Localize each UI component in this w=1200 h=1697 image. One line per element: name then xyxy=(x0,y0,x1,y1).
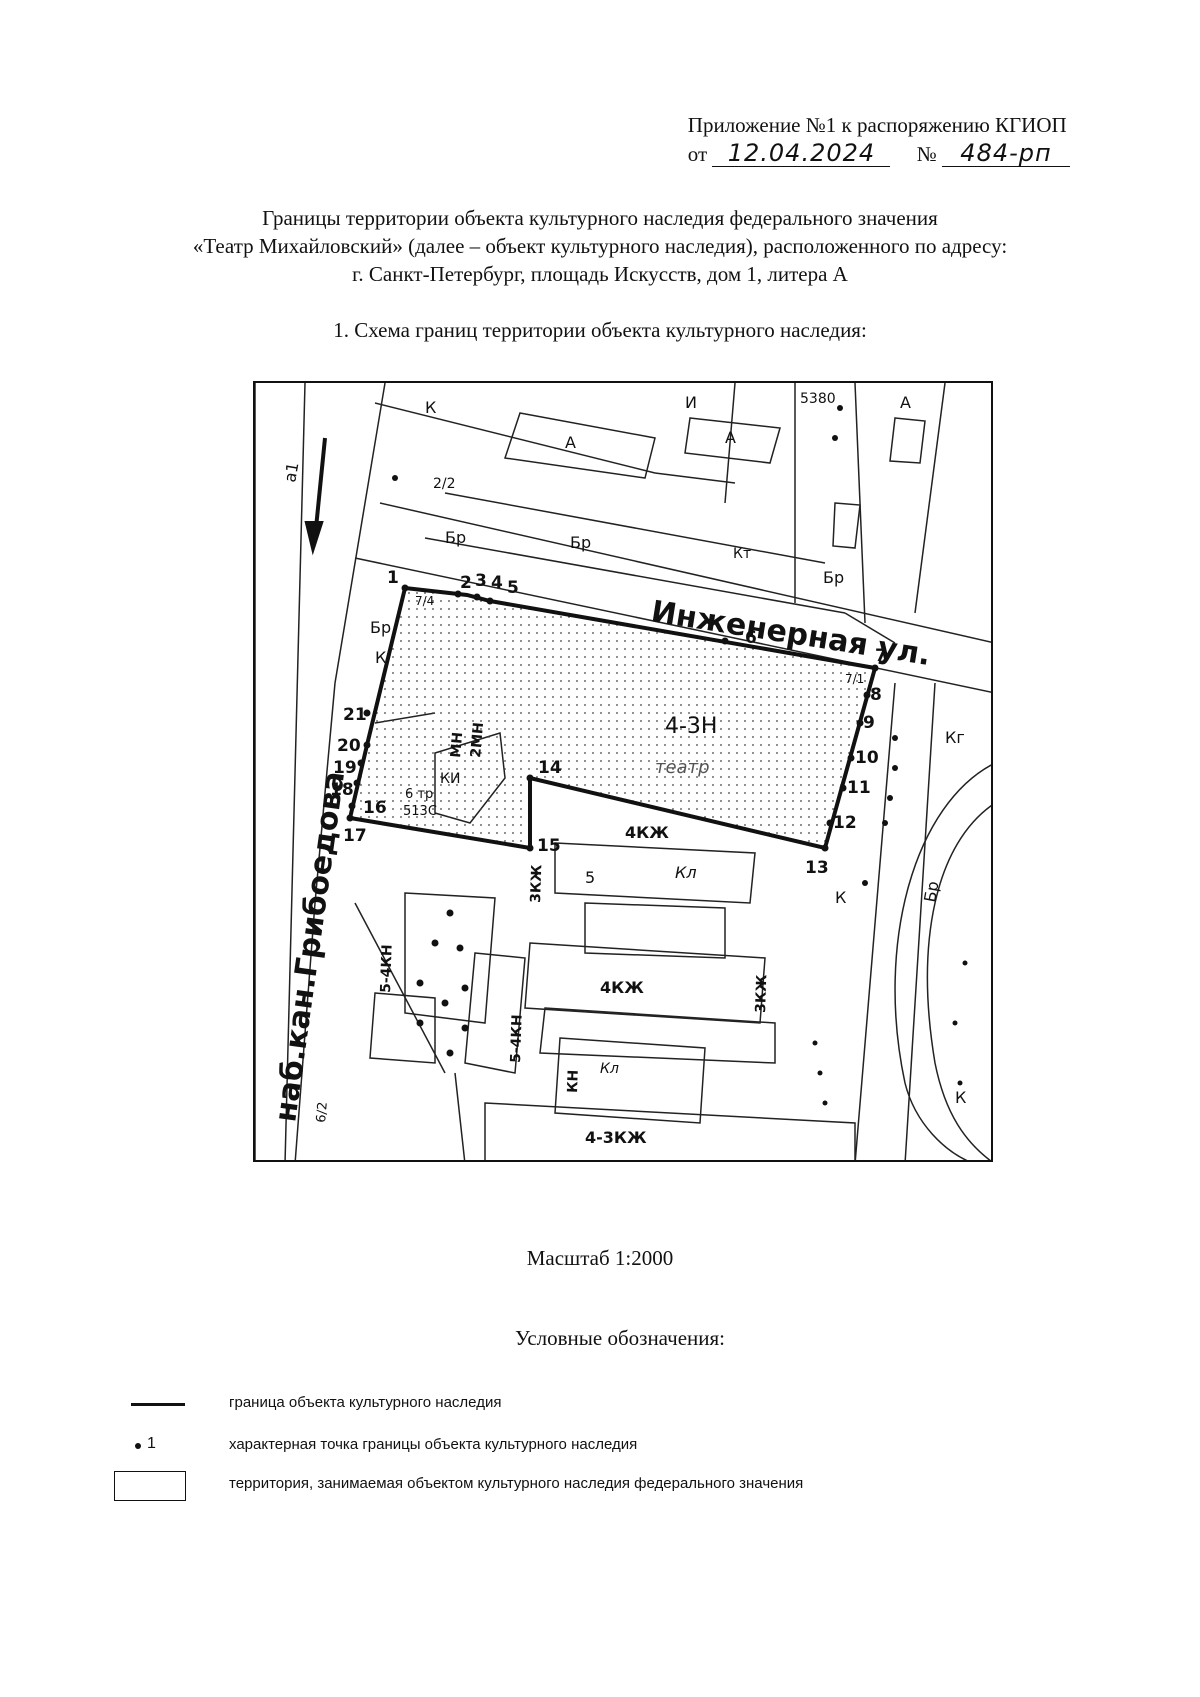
label-kg: Кг xyxy=(945,728,965,747)
label-kt: Кт xyxy=(733,546,751,562)
label-bp1: Бр xyxy=(445,528,466,547)
label-kl-1: Кл xyxy=(675,863,697,882)
point-label-4: 4 xyxy=(491,573,503,593)
boundary-map: 5380 А А И А К 2/2 Бр Бр Бр Бр К Кт а1 7… xyxy=(253,381,993,1162)
from-label: от xyxy=(687,142,708,166)
label-513: 513С xyxy=(403,804,437,819)
order-number: 484-рп xyxy=(942,140,1070,167)
point-label-17: 17 xyxy=(343,826,367,846)
label-a1: А xyxy=(565,433,576,452)
point-label-21: 21 xyxy=(343,705,367,725)
label-2mn: 2МН xyxy=(468,722,487,759)
legend-row-boundary: граница объекта культурного наследия xyxy=(0,1390,1200,1420)
point-label-12: 12 xyxy=(833,813,857,833)
label-74: 7/4 xyxy=(415,594,434,608)
legend-title: Условные обозначения: xyxy=(514,1326,726,1350)
label-62: 6/2 xyxy=(314,1101,331,1123)
label-a-one: а1 xyxy=(280,461,302,484)
point-label-2: 2 xyxy=(460,573,472,593)
label-bp4: Бр xyxy=(370,618,391,637)
title-line-1: Границы территории объекта культурного н… xyxy=(262,206,938,230)
label-4-3kzh: 4-3КЖ xyxy=(585,1128,647,1147)
point-label-1: 1 xyxy=(387,568,399,588)
label-4kzh-2: 4КЖ xyxy=(600,978,644,997)
boundary-points xyxy=(346,584,879,852)
point-label-11: 11 xyxy=(847,778,871,798)
label-k1: К xyxy=(425,398,437,417)
legend-point-text: характерная точка границы объекта культу… xyxy=(229,1436,638,1453)
point-label-19: 19 xyxy=(333,758,357,778)
legend-boundary-text: граница объекта культурного наследия xyxy=(229,1394,502,1411)
label-3kzh-1: 3КЖ xyxy=(528,864,545,903)
title-line-2: «Театр Михайловский» (далее – объект кул… xyxy=(192,234,1008,258)
point-label-3: 3 xyxy=(475,571,487,591)
point-label-9: 9 xyxy=(863,713,875,733)
point-label-13: 13 xyxy=(805,858,829,878)
label-k2: К xyxy=(375,648,387,667)
label-6tr: 6 тр xyxy=(405,787,433,802)
title-line-3: г. Санкт-Петербург, площадь Искусств, до… xyxy=(352,262,848,286)
point-label-18: 18 xyxy=(330,780,354,800)
legend-point-symbol: 1 xyxy=(112,1432,188,1462)
document-title: Границы территории объекта культурного н… xyxy=(0,204,1200,288)
map-drawing: 5380 А А И А К 2/2 Бр Бр Бр Бр К Кт а1 7… xyxy=(255,383,991,1160)
main-building-label: 4-3Н xyxy=(665,714,717,739)
street-label-griboedova: наб.кан.Грибоедова xyxy=(268,769,352,1124)
order-line: от 12.04.2024 № 484-рп xyxy=(688,140,1070,167)
point-label-15: 15 xyxy=(537,836,561,856)
point-label-8: 8 xyxy=(870,685,882,705)
label-mn: МН xyxy=(448,731,466,758)
label-a2: А xyxy=(725,428,736,447)
label-bp2: Бр xyxy=(570,533,591,552)
label-bp5: Бр xyxy=(920,880,942,904)
protected-territory xyxy=(350,588,875,848)
point-label-16: 16 xyxy=(363,798,387,818)
number-label: № xyxy=(916,142,937,166)
annex-title: Приложение №1 к распоряжению КГИОП xyxy=(687,113,1067,137)
label-a3: А xyxy=(900,393,911,412)
legend-point-number: 1 xyxy=(147,1435,156,1452)
section-heading: 1. Схема границ территории объекта культ… xyxy=(333,318,867,342)
label-ki: КИ xyxy=(440,771,460,787)
label-kl-2: Кл xyxy=(600,1061,619,1077)
point-label-7: 7 xyxy=(875,646,887,666)
point-label-10: 10 xyxy=(855,748,879,768)
map-scale: Масштаб 1:2000 xyxy=(526,1246,674,1270)
label-5: 5 xyxy=(585,868,595,887)
label-5380: 5380 xyxy=(800,391,836,407)
label-kn: КН xyxy=(565,1069,582,1093)
main-building-sub: театр xyxy=(655,757,710,778)
legend-row-territory: территория, занимаемая объектом культурн… xyxy=(0,1471,1200,1501)
annex-header: Приложение №1 к распоряжению КГИОП от 12… xyxy=(688,112,1070,167)
label-5-4kn-1: 5-4КН xyxy=(378,944,396,993)
label-22: 2/2 xyxy=(433,476,456,492)
label-71: 7/1 xyxy=(845,672,864,686)
label-k3: К xyxy=(835,888,847,907)
legend-boundary-symbol xyxy=(112,1390,188,1420)
point-label-6: 6 xyxy=(745,628,757,648)
label-i: И xyxy=(685,393,697,412)
order-date: 12.04.2024 xyxy=(712,140,891,167)
point-labels: 1 2 3 4 5 6 7 8 9 10 11 12 13 14 15 16 1… xyxy=(330,568,887,878)
point-label-20: 20 xyxy=(337,736,361,756)
map-linework xyxy=(255,383,991,1160)
legend-row-point: 1 характерная точка границы объекта куль… xyxy=(0,1432,1200,1462)
label-3kzh-2: 3КЖ xyxy=(753,974,770,1013)
label-5-4kn-2: 5-4КН xyxy=(508,1014,526,1063)
label-k4: К xyxy=(955,1088,967,1107)
legend-territory-symbol xyxy=(112,1471,188,1501)
point-label-14: 14 xyxy=(538,758,562,778)
direction-arrow-icon xyxy=(304,437,327,556)
label-4kzh-1: 4КЖ xyxy=(625,823,669,842)
legend-territory-text: территория, занимаемая объектом культурн… xyxy=(229,1475,804,1492)
point-label-5: 5 xyxy=(507,578,519,598)
label-bp3: Бр xyxy=(823,568,844,587)
